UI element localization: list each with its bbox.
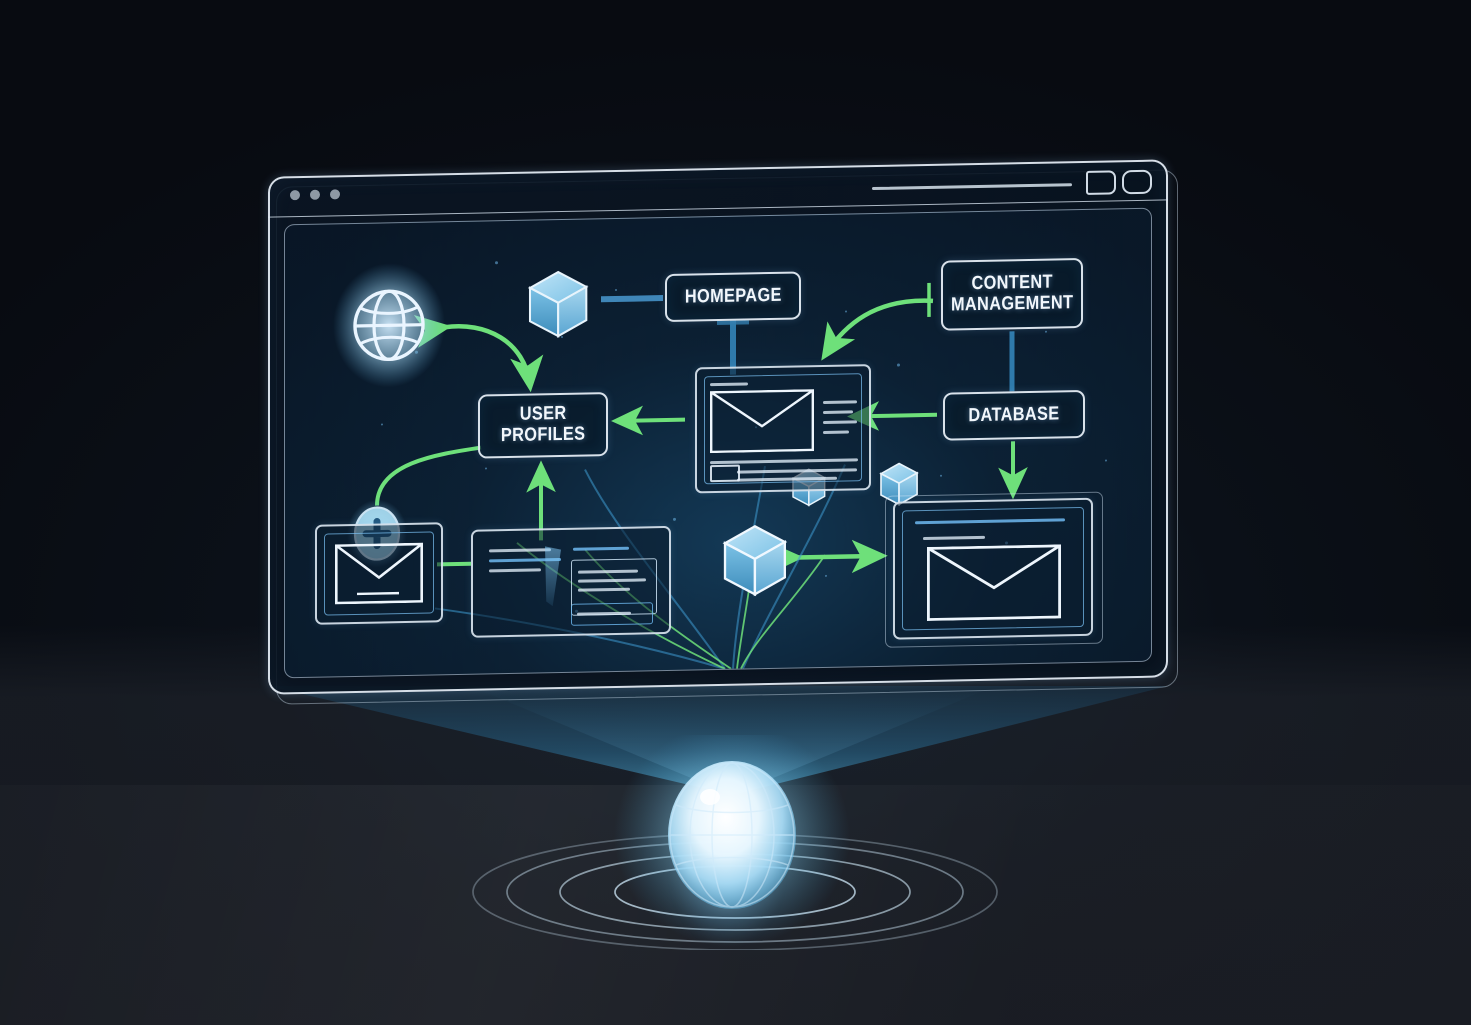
preview-side-line-1 bbox=[823, 400, 857, 404]
browser-viewport: HOMEPAGE CONTENT MANAGEMENT USER PROFILE… bbox=[284, 207, 1152, 679]
connector-globe-to-user-profiles bbox=[413, 314, 544, 393]
preview-action-button[interactable] bbox=[710, 464, 740, 483]
connector-homepage-to-cube bbox=[601, 295, 663, 303]
minimize-dot-icon[interactable] bbox=[310, 189, 320, 200]
restore-window-icon[interactable] bbox=[1086, 170, 1116, 195]
preview-side-line-4 bbox=[823, 430, 849, 434]
cube-icon-homepage bbox=[527, 270, 589, 338]
url-bar[interactable] bbox=[872, 183, 1072, 191]
projector-orb-icon[interactable] bbox=[612, 735, 852, 965]
node-database[interactable]: DATABASE bbox=[943, 389, 1085, 441]
zoom-dot-icon[interactable] bbox=[330, 189, 340, 200]
connector-cube-to-mail-card bbox=[767, 539, 888, 575]
connector-cms-to-preview bbox=[821, 298, 934, 361]
node-homepage[interactable]: HOMEPAGE bbox=[665, 271, 801, 323]
traffic-light-dots[interactable] bbox=[290, 189, 340, 201]
cube-icon-small-b bbox=[879, 462, 919, 506]
doc-sub-panel-2 bbox=[571, 602, 653, 626]
node-cms-label-line2: MANAGEMENT bbox=[950, 292, 1074, 316]
doc-line-1 bbox=[489, 548, 551, 553]
holographic-browser-window[interactable]: HOMEPAGE CONTENT MANAGEMENT USER PROFILE… bbox=[268, 159, 1178, 705]
node-user-profiles[interactable]: USER PROFILES bbox=[478, 392, 608, 459]
node-users-label-line2: PROFILES bbox=[500, 423, 586, 447]
mail-card-left[interactable] bbox=[315, 522, 443, 625]
cube-icon-large bbox=[722, 524, 788, 597]
mail-card-br-outer-frame bbox=[885, 491, 1103, 648]
content-preview-panel[interactable] bbox=[695, 364, 871, 494]
mail-card-bottom-right[interactable] bbox=[885, 491, 1103, 648]
envelope-icon-bottom-right bbox=[927, 544, 1061, 621]
doc-cursor-icon bbox=[545, 546, 561, 606]
doc-line-3 bbox=[489, 568, 541, 573]
connector-plus-badge-to-user-profiles bbox=[375, 445, 482, 506]
close-dot-icon[interactable] bbox=[290, 190, 300, 201]
doc-line-4 bbox=[573, 546, 629, 551]
document-layout-card[interactable] bbox=[471, 525, 671, 638]
connector-preview-to-user-profiles bbox=[611, 405, 685, 436]
globe-icon bbox=[333, 263, 445, 388]
maximize-window-icon[interactable] bbox=[1122, 169, 1152, 195]
node-content-management[interactable]: CONTENT MANAGEMENT bbox=[941, 257, 1083, 331]
node-homepage-label: HOMEPAGE bbox=[684, 284, 782, 308]
envelope-icon-left bbox=[335, 542, 423, 605]
preview-side-line-2 bbox=[823, 410, 853, 414]
envelope-icon-center bbox=[710, 389, 814, 454]
node-database-label: DATABASE bbox=[968, 403, 1060, 426]
preview-side-line-3 bbox=[823, 420, 857, 424]
